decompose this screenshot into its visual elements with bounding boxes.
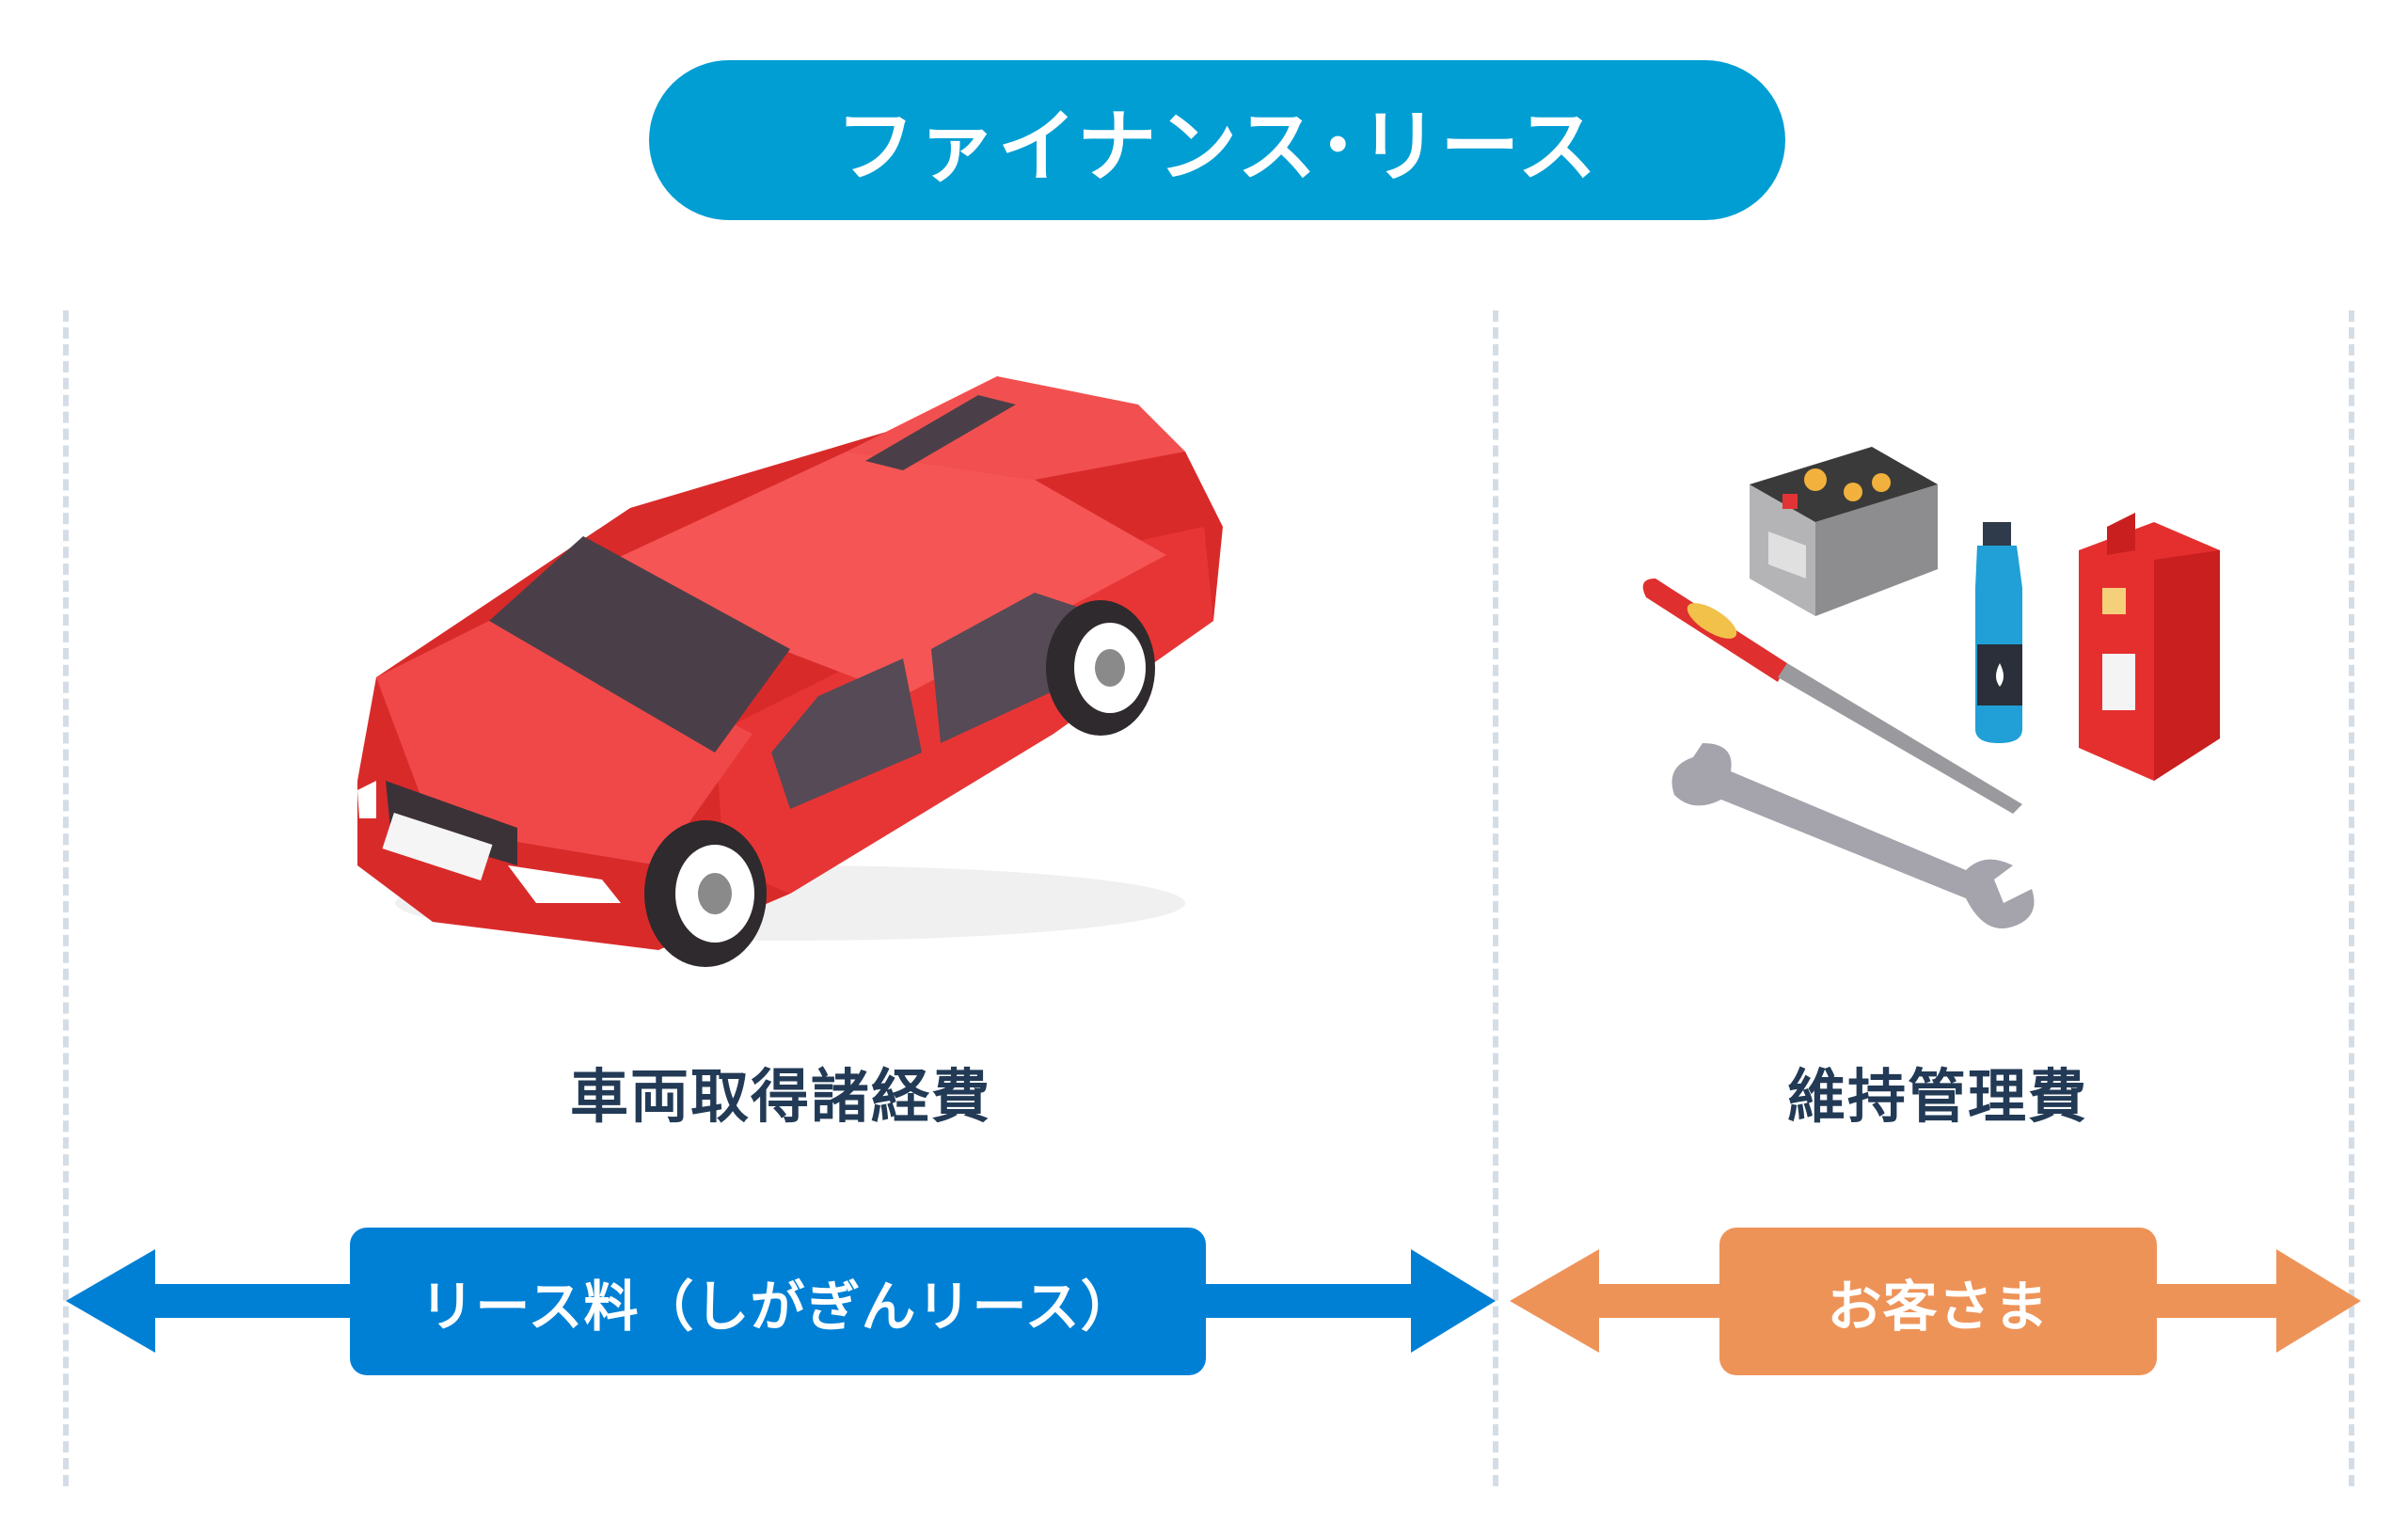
customer-label: お客さま xyxy=(1827,1274,2050,1339)
divider-line-middle xyxy=(1493,310,1498,1486)
right-caption: 維持管理費 xyxy=(1618,1049,2258,1134)
red-car-icon xyxy=(357,376,1223,967)
customer-label-box: お客さま xyxy=(1719,1228,2157,1375)
left-caption-text: 車両取得諸経費 xyxy=(569,1062,991,1131)
lease-fee-label: リース料（しがぎんリース） xyxy=(420,1274,1136,1339)
title-banner: ファイナンス･リース xyxy=(649,60,1785,220)
diagram-title: ファイナンス･リース xyxy=(835,100,1599,193)
divider-line-left xyxy=(63,310,69,1486)
screwdriver-icon xyxy=(1642,579,2022,814)
left-caption: 車両取得諸経費 xyxy=(320,1049,1242,1134)
fuel-can-icon xyxy=(2079,513,2220,781)
car-battery-icon xyxy=(1750,447,1938,616)
coolant-bottle-icon xyxy=(1975,522,2022,743)
lease-fee-label-box: リース料（しがぎんリース） xyxy=(350,1228,1206,1375)
right-caption-text: 維持管理費 xyxy=(1786,1062,2088,1131)
wrench-icon xyxy=(1671,743,2035,928)
maintenance-tools-illustration xyxy=(1642,447,2220,928)
divider-line-right xyxy=(2349,310,2354,1486)
